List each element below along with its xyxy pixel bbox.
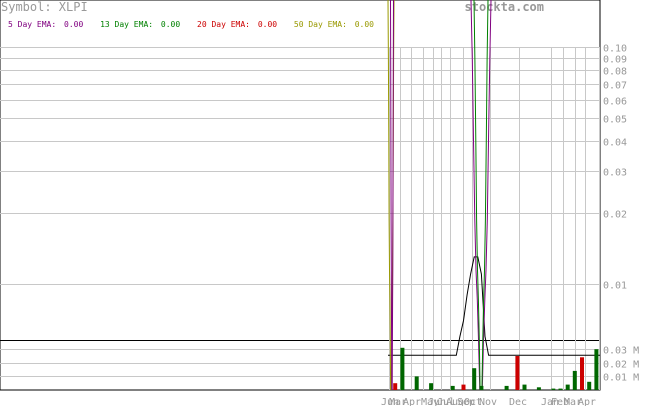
ema-13-line: [481, 0, 489, 391]
price-line: [388, 256, 600, 356]
legend-20day-label: 20 Day EMA:: [197, 20, 250, 29]
volume-bar: [450, 385, 455, 390]
volume-tick-label: 0.02 M: [603, 360, 639, 371]
symbol-label: Symbol: XLPI: [1, 0, 88, 14]
ema-5-line: [390, 0, 393, 391]
price-tick-label: 0.03: [603, 168, 627, 179]
x-tick-label: Jan: [541, 397, 559, 406]
x-tick-label: May: [421, 397, 439, 406]
x-tick-label: Oct: [464, 397, 482, 406]
legend-13day-ema: 13 Day EMA: 0.00: [100, 20, 185, 29]
x-tick-label: Mar: [564, 397, 582, 406]
price-tick-label: 0.06: [603, 97, 627, 108]
volume-bar: [580, 357, 584, 390]
ema-legend: 5 Day EMA: 0.00 13 Day EMA: 0.00 20 Day …: [8, 20, 386, 29]
price-tick-label: 0.09: [603, 55, 627, 66]
x-tick-label: Jun: [381, 397, 399, 406]
legend-50day-label: 50 Day EMA:: [293, 20, 347, 29]
legend-5day-ema: 5 Day EMA: 0.00: [8, 20, 88, 29]
volume-bar: [515, 356, 520, 390]
x-tick-label: Feb: [551, 397, 569, 406]
ema-5-line: [470, 0, 481, 391]
x-tick-label: Jun: [428, 397, 446, 406]
chart-header: Symbol: XLPI stockta.com: [0, 0, 600, 15]
legend-13day-value: 0.00: [160, 20, 181, 29]
x-tick-label: Apr: [578, 397, 596, 406]
volume-tick-label: 0.01 M: [603, 373, 639, 384]
volume-bar: [414, 376, 419, 390]
legend-50day-ema: 50 Day EMA: 0.00: [294, 20, 374, 29]
site-logo-text: stockta.com: [464, 0, 544, 14]
volume-bar: [536, 387, 541, 390]
legend-5day-value: 0.00: [64, 20, 84, 29]
volume-bar: [479, 385, 484, 390]
x-tick-label: Jul: [437, 397, 455, 406]
legend-20day-ema: 20 Day EMA: 0.00: [197, 20, 282, 29]
price-tick-label: 0.10: [603, 44, 627, 55]
volume-bar: [393, 383, 398, 390]
price-tick-label: 0.07: [603, 81, 627, 92]
volume-tick-label: 0.03 M: [603, 346, 639, 357]
ema-13-line: [473, 0, 481, 391]
legend-5day-label: 5 Day EMA:: [8, 20, 57, 29]
volume-bar: [429, 383, 434, 390]
legend-50day-value: 0.00: [354, 20, 374, 29]
volume-bar: [572, 370, 577, 390]
legend-13day-label: 13 Day EMA:: [100, 20, 154, 29]
price-tick-label: 0.04: [603, 138, 627, 149]
volume-bar: [587, 381, 592, 390]
ema-5-line: [481, 0, 492, 391]
volume-bar: [522, 384, 527, 390]
volume-bar: [594, 349, 599, 390]
price-tick-label: 0.02: [603, 210, 627, 221]
price-tick-label: 0.08: [603, 67, 627, 78]
ema-50-line: [387, 0, 392, 391]
volume-bar: [504, 385, 509, 390]
legend-20day-value: 0.00: [257, 20, 278, 29]
x-tick-label: Aug: [446, 397, 464, 406]
volume-bar: [472, 368, 477, 390]
x-tick-label: Dec: [509, 397, 527, 406]
x-tick-label: Mar: [389, 397, 407, 406]
price-tick-label: 0.05: [603, 115, 627, 126]
x-tick-label: Sep: [457, 397, 475, 406]
volume-bar: [565, 384, 570, 390]
volume-bar: [400, 347, 405, 390]
volume-bar: [461, 384, 466, 390]
volume-bar: [551, 388, 556, 390]
volume-bar: [558, 388, 563, 390]
ema-5-line: [391, 0, 394, 391]
price-tick-label: 0.01: [603, 281, 627, 292]
x-tick-label: Nov: [479, 397, 497, 406]
x-tick-label: Apr: [403, 397, 421, 406]
